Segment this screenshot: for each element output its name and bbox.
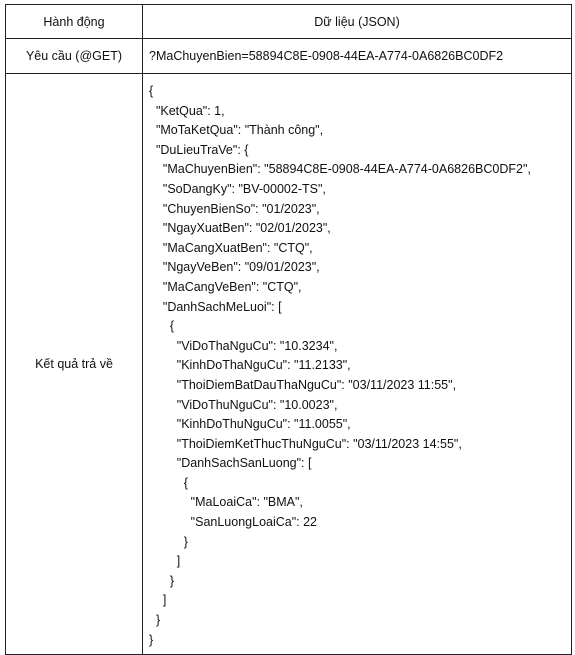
json-line: "ThoiDiemBatDauThaNguCu": "03/11/2023 11… (149, 377, 457, 392)
result-json: { "KetQua": 1, "MoTaKetQua": "Thành công… (142, 73, 572, 655)
json-line: "MaChuyenBien": "58894C8E-0908-44EA-A774… (149, 162, 531, 177)
json-line: ] (149, 593, 167, 608)
result-row: Kết quả trả về { "KetQua": 1, "MoTaKetQu… (5, 73, 572, 655)
json-line: ] (149, 554, 181, 569)
request-value: ?MaChuyenBien=58894C8E-0908-44EA-A774-0A… (142, 38, 572, 74)
json-line: "ViDoThuNguCu": "10.0023", (149, 397, 338, 412)
request-label: Yêu cầu (@GET) (5, 38, 143, 74)
header-action: Hành động (5, 4, 143, 39)
result-label: Kết quả trả về (5, 73, 143, 655)
json-line: "ThoiDiemKetThucThuNguCu": "03/11/2023 1… (149, 436, 462, 451)
table-header-row: Hành động Dữ liệu (JSON) (5, 4, 572, 39)
json-line: "MaCangVeBen": "CTQ", (149, 279, 302, 294)
json-line: "KinhDoThuNguCu": "11.0055", (149, 417, 351, 432)
request-row: Yêu cầu (@GET) ?MaChuyenBien=58894C8E-09… (5, 38, 572, 74)
json-line: "NgayXuatBen": "02/01/2023", (149, 221, 331, 236)
json-line: } (149, 534, 188, 549)
json-line: "MaCangXuatBen": "CTQ", (149, 240, 313, 255)
json-line: "SoDangKy": "BV-00002-TS", (149, 181, 326, 196)
json-line: } (149, 632, 154, 647)
json-line: } (149, 573, 175, 588)
json-line: "DanhSachSanLuong": [ (149, 456, 312, 471)
json-line: "KetQua": 1, (149, 103, 225, 118)
json-line: { (149, 319, 175, 334)
json-code-block: { "KetQua": 1, "MoTaKetQua": "Thành công… (149, 82, 571, 650)
json-line: "DanhSachMeLuoi": [ (149, 299, 282, 314)
json-line: "MoTaKetQua": "Thành công", (149, 123, 324, 138)
json-line: { (149, 475, 188, 490)
json-line: "NgayVeBen": "09/01/2023", (149, 260, 320, 275)
json-line: "ChuyenBienSo": "01/2023", (149, 201, 320, 216)
api-spec-table: Hành động Dữ liệu (JSON) Yêu cầu (@GET) … (5, 4, 572, 655)
json-line: "ViDoThaNguCu": "10.3234", (149, 338, 338, 353)
json-line: "KinhDoThaNguCu": "11.2133", (149, 358, 351, 373)
json-line: } (149, 613, 161, 628)
json-line: "SanLuongLoaiCa": 22 (149, 515, 318, 530)
header-data: Dữ liệu (JSON) (142, 4, 572, 39)
json-line: "DuLieuTraVe": { (149, 142, 249, 157)
json-line: { (149, 84, 154, 98)
json-line: "MaLoaiCa": "BMA", (149, 495, 303, 510)
